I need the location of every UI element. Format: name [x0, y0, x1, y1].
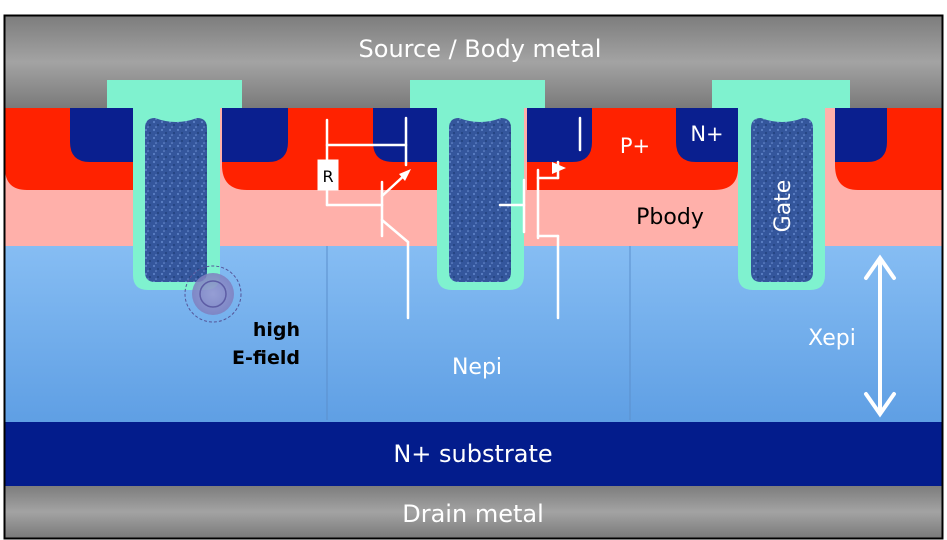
resistor-symbol — [317, 159, 339, 191]
trench-3 — [712, 80, 850, 290]
n-plus-regions — [70, 108, 887, 162]
n-plus-substrate-layer — [5, 422, 942, 486]
bjt-emitter-arrow — [399, 169, 411, 181]
gate-label: Gate — [771, 180, 796, 233]
high-efield-label-line2: E-field — [232, 347, 300, 369]
drain-metal-layer — [5, 486, 942, 538]
n-plus-substrate-label: N+ substrate — [393, 440, 552, 468]
mosfet-source-arrow — [552, 162, 566, 174]
high-efield-label-line1: high — [253, 319, 300, 341]
trench-2 — [410, 80, 545, 290]
n-plus-label: N+ — [690, 122, 723, 146]
trench-1 — [107, 80, 242, 290]
source-body-metal-label: Source / Body metal — [359, 35, 602, 63]
high-efield-marker — [184, 265, 242, 323]
xepi-label: Xepi — [808, 326, 856, 351]
pbody-label: Pbody — [636, 205, 704, 230]
xepi-arrow — [864, 254, 896, 418]
nepi-label: Nepi — [452, 355, 502, 380]
drain-metal-label: Drain metal — [402, 500, 544, 528]
diagram-border — [3, 14, 944, 540]
resistor-label: R — [322, 167, 333, 186]
p-plus-label: P+ — [620, 134, 650, 158]
